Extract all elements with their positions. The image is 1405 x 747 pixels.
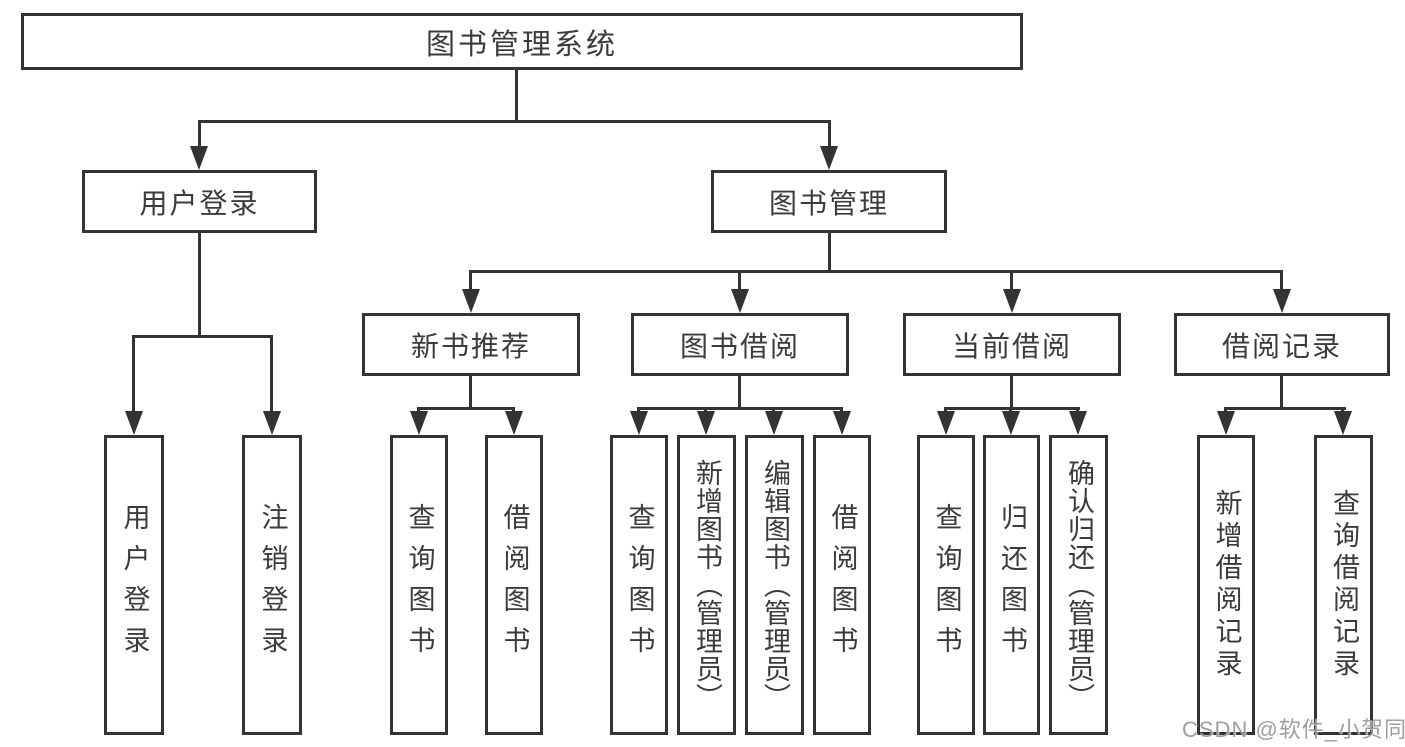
leaf-label: 查询图书 [404, 503, 435, 667]
node-book-management: 图书管理 [711, 170, 947, 233]
connector-arrowhead [820, 146, 838, 170]
node-borrowing-records: 借阅记录 [1174, 313, 1390, 376]
connector-line [828, 120, 831, 146]
node-user-login: 用户登录 [82, 170, 317, 233]
leaf-label: 编辑图书（管理员） [760, 459, 790, 711]
leaf-query-borrow-record: 查询借阅记录 [1314, 435, 1373, 735]
leaf-confirm-return-admin: 确认归还（管理员） [1049, 435, 1108, 735]
connector-line [840, 407, 843, 413]
leaf-add-borrow-record: 新增借阅记录 [1197, 435, 1255, 735]
leaf-label: 查询图书 [931, 503, 962, 667]
connector-arrowhead [190, 146, 208, 170]
connector-arrowhead [697, 411, 715, 435]
node-label: 图书管理 [768, 187, 889, 219]
node-new-book-recommendation: 新书推荐 [362, 313, 580, 376]
connector-arrowhead [1002, 411, 1020, 435]
connector-line [828, 233, 831, 270]
node-label: 用户登录 [139, 187, 260, 219]
leaf-label: 查询借阅记录 [1329, 489, 1359, 681]
csdn-watermark: CSDN @软件_小贺同学 [1182, 717, 1405, 742]
node-label: 当前借阅 [951, 330, 1072, 362]
node-label: 新书推荐 [410, 330, 531, 362]
connector-line [704, 407, 707, 413]
node-book-borrowing: 图书借阅 [631, 313, 849, 376]
connector-arrowhead [125, 411, 143, 435]
leaf-label: 用户登录 [119, 503, 150, 667]
leaf-logout: 注销登录 [242, 435, 302, 735]
leaf-label: 查询图书 [624, 503, 655, 667]
connector-line [1009, 407, 1012, 413]
leaf-label: 确认归还（管理员） [1064, 459, 1094, 711]
leaf-label: 借阅图书 [499, 503, 530, 667]
connector-arrowhead [1069, 411, 1087, 435]
leaf-query-books-current: 查询图书 [917, 435, 975, 735]
connector-line [738, 270, 741, 289]
connector-line [1280, 270, 1283, 289]
connector-line [469, 376, 472, 407]
connector-line [512, 407, 515, 413]
connector-arrowhead [630, 411, 648, 435]
connector-line [944, 407, 1080, 410]
connector-arrowhead [263, 411, 281, 435]
leaf-add-books-admin: 新增图书（管理员） [677, 435, 736, 735]
leaf-borrow-books: 借阅图书 [813, 435, 871, 735]
connector-line [637, 407, 640, 413]
connector-line [417, 407, 515, 410]
connector-line [198, 120, 201, 146]
connector-line [270, 335, 273, 411]
leaf-label: 借阅图书 [827, 503, 858, 667]
connector-arrowhead [1273, 289, 1291, 313]
leaf-query-books-borrowing: 查询图书 [610, 435, 668, 735]
leaf-label: 新增借阅记录 [1211, 489, 1242, 681]
connector-line [417, 407, 420, 413]
connector-line [469, 270, 472, 289]
node-current-borrowing: 当前借阅 [903, 313, 1121, 376]
connector-line [637, 407, 843, 410]
connector-arrowhead [937, 411, 955, 435]
connector-line [515, 70, 518, 120]
node-library-management-system: 图书管理系统 [21, 13, 1023, 70]
connector-arrowhead [462, 289, 480, 313]
connector-line [1341, 407, 1344, 413]
leaf-label: 新增图书（管理员） [692, 459, 722, 711]
leaf-edit-books-admin: 编辑图书（管理员） [745, 435, 804, 735]
leaf-user-login: 用户登录 [104, 435, 164, 735]
connector-line [944, 407, 947, 413]
node-label: 图书管理系统 [425, 28, 618, 61]
connector-line [132, 335, 135, 411]
connector-arrowhead [833, 411, 851, 435]
connector-arrowhead [410, 411, 428, 435]
connector-line [1076, 407, 1079, 413]
leaf-label: 归还图书 [997, 503, 1027, 667]
connector-line [198, 120, 831, 123]
leaf-label: 注销登录 [257, 503, 288, 667]
connector-line [1224, 407, 1346, 410]
connector-line [198, 233, 201, 335]
connector-line [1010, 270, 1013, 289]
connector-line [1280, 376, 1283, 407]
connector-arrowhead [1334, 411, 1352, 435]
connector-line [132, 335, 273, 338]
connector-line [738, 376, 741, 407]
connector-arrowhead [1217, 411, 1235, 435]
connector-line [1010, 376, 1013, 407]
connector-line [1224, 407, 1227, 413]
connector-arrowhead [765, 411, 783, 435]
connector-arrowhead [505, 411, 523, 435]
connector-arrowhead [731, 289, 749, 313]
leaf-query-books-recommend: 查询图书 [390, 435, 448, 735]
node-label: 借阅记录 [1221, 330, 1342, 362]
node-label: 图书借阅 [679, 330, 800, 362]
connector-line [772, 407, 775, 413]
leaf-return-books: 归还图书 [983, 435, 1040, 735]
leaf-borrow-books-recommend: 借阅图书 [485, 435, 543, 735]
connector-line [469, 270, 1283, 273]
connector-arrowhead [1003, 289, 1021, 313]
